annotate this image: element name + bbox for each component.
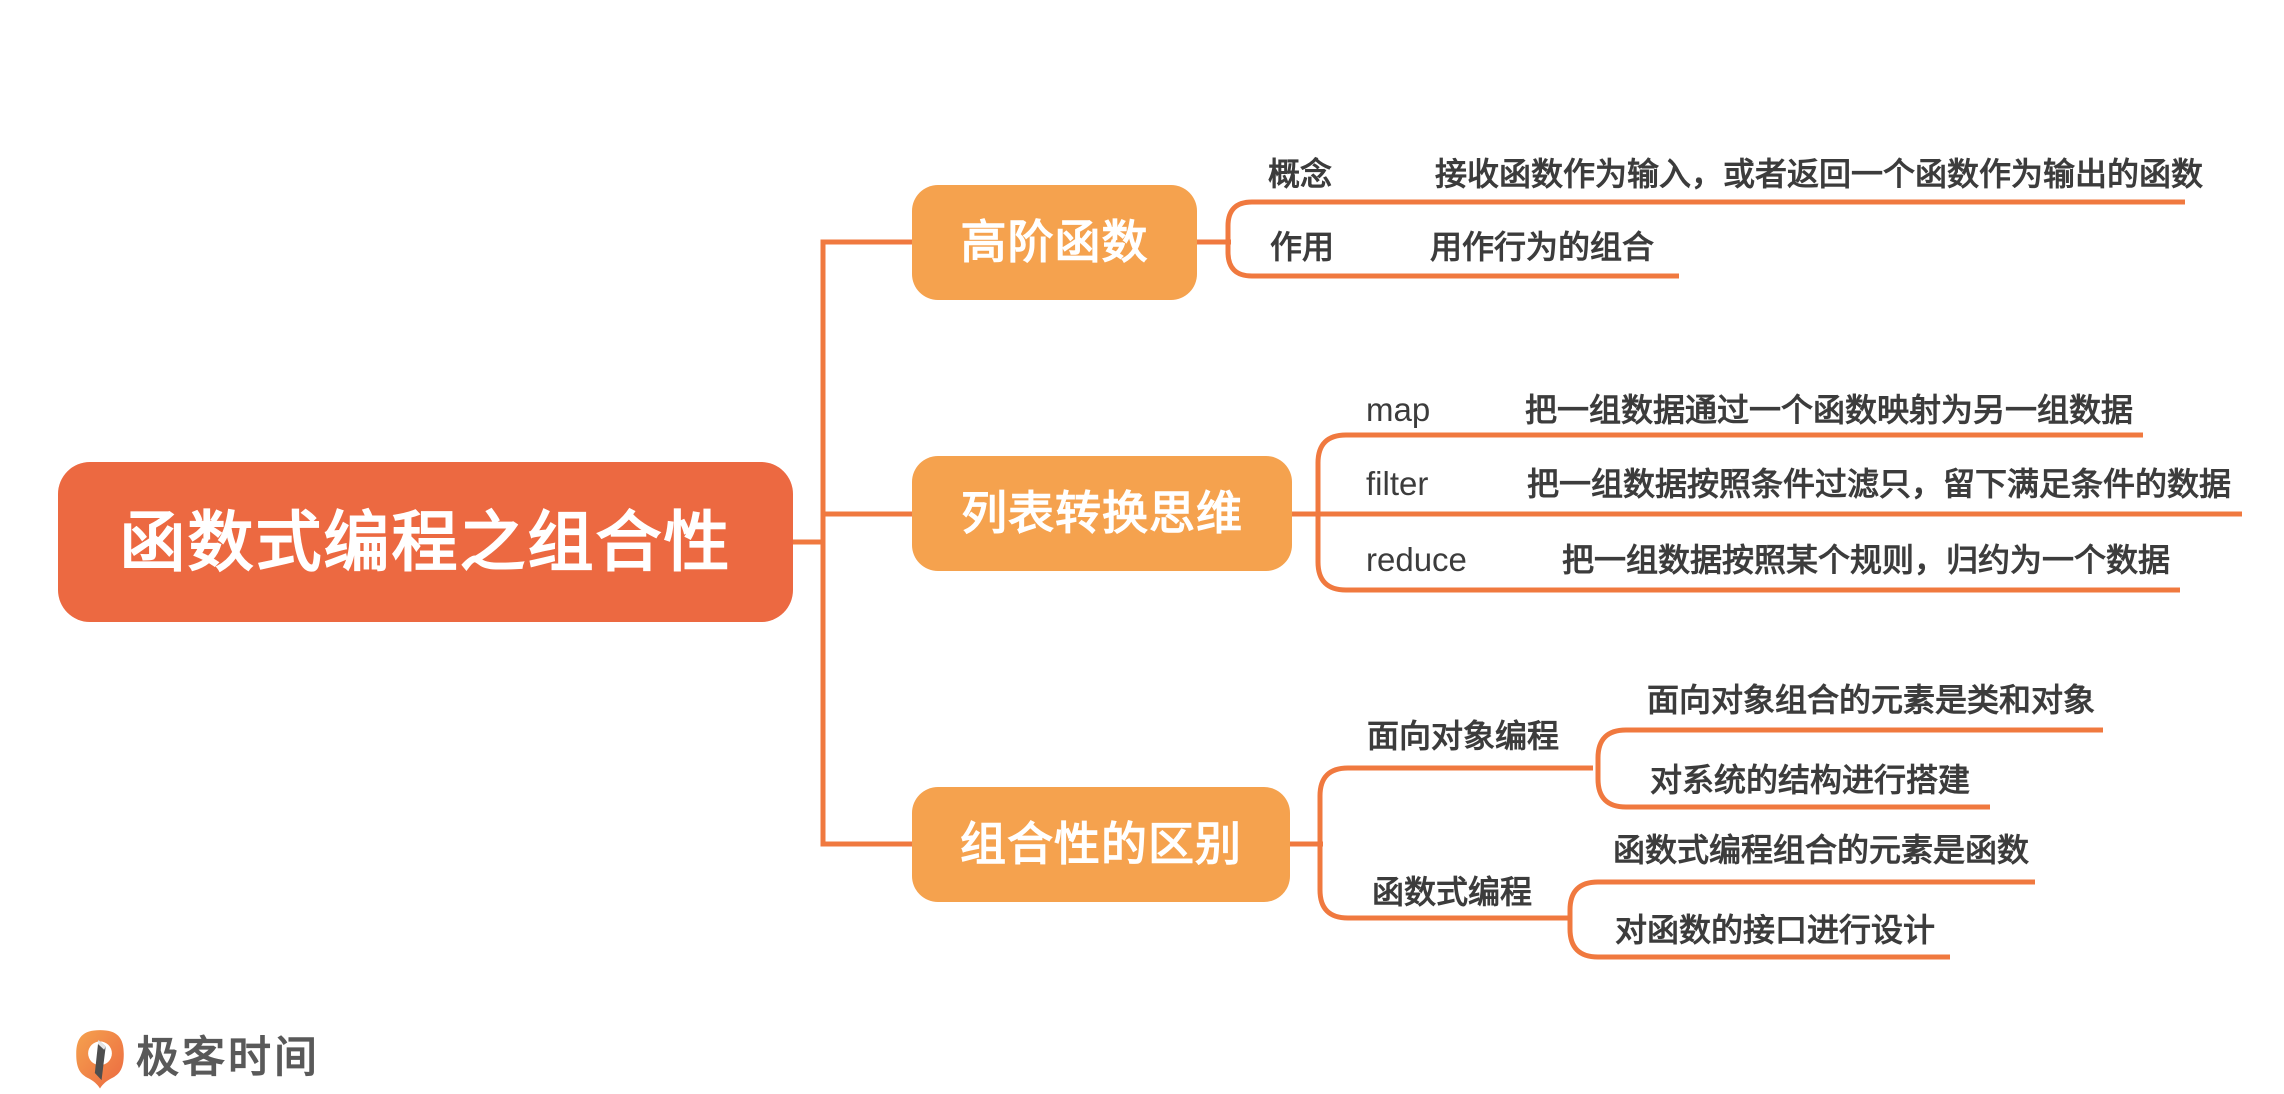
leaf-label-concept[interactable]: 概念 xyxy=(1268,156,1333,192)
geektime-logo-icon xyxy=(76,1030,124,1089)
leaf-desc-fp-interface[interactable]: 对函数的接口进行设计 xyxy=(1615,912,1936,948)
leaf-label-reduce[interactable]: reduce xyxy=(1366,541,1467,578)
geektime-logo-text: 极客时间 xyxy=(136,1034,320,1082)
leaf-desc-oop-structure[interactable]: 对系统的结构进行搭建 xyxy=(1650,762,1971,798)
leaf-label-fp[interactable]: 函数式编程 xyxy=(1372,874,1533,910)
leaf-desc-filter[interactable]: 把一组数据按照条件过滤只，留下满足条件的数据 xyxy=(1527,466,2232,502)
leaf-label-filter[interactable]: filter xyxy=(1366,465,1429,502)
branch2-elbow-underlines xyxy=(1315,432,2180,593)
branch1-elbow-underlines xyxy=(1225,199,2185,279)
leaf-desc-purpose[interactable]: 用作行为的组合 xyxy=(1430,229,1655,265)
oop-children-elbow xyxy=(1595,727,2103,810)
branch3-elbow-labels xyxy=(1317,765,1593,921)
branch-node-composition-difference[interactable]: 组合性的区别 xyxy=(912,787,1290,902)
branch-node-list-transform-thinking[interactable]: 列表转换思维 xyxy=(912,456,1292,571)
leaf-desc-reduce[interactable]: 把一组数据按照某个规则，归约为一个数据 xyxy=(1562,542,2171,578)
branch-node-higher-order-functions[interactable]: 高阶函数 xyxy=(912,185,1197,300)
leaf-desc-oop-elements[interactable]: 面向对象组合的元素是类和对象 xyxy=(1647,682,2096,718)
root-node[interactable]: 函数式编程之组合性 xyxy=(58,462,793,622)
trunk-line xyxy=(793,239,912,847)
leaf-desc-fp-elements[interactable]: 函数式编程组合的元素是函数 xyxy=(1613,832,2030,868)
leaf-label-oop[interactable]: 面向对象编程 xyxy=(1367,718,1560,754)
fp-children-elbow xyxy=(1567,879,2035,960)
leaf-label-map[interactable]: map xyxy=(1366,391,1431,428)
leaf-desc-concept[interactable]: 接收函数作为输入，或者返回一个函数作为输出的函数 xyxy=(1435,156,2204,192)
leaf-label-purpose[interactable]: 作用 xyxy=(1270,229,1335,265)
leaf-desc-map[interactable]: 把一组数据通过一个函数映射为另一组数据 xyxy=(1525,392,2134,428)
